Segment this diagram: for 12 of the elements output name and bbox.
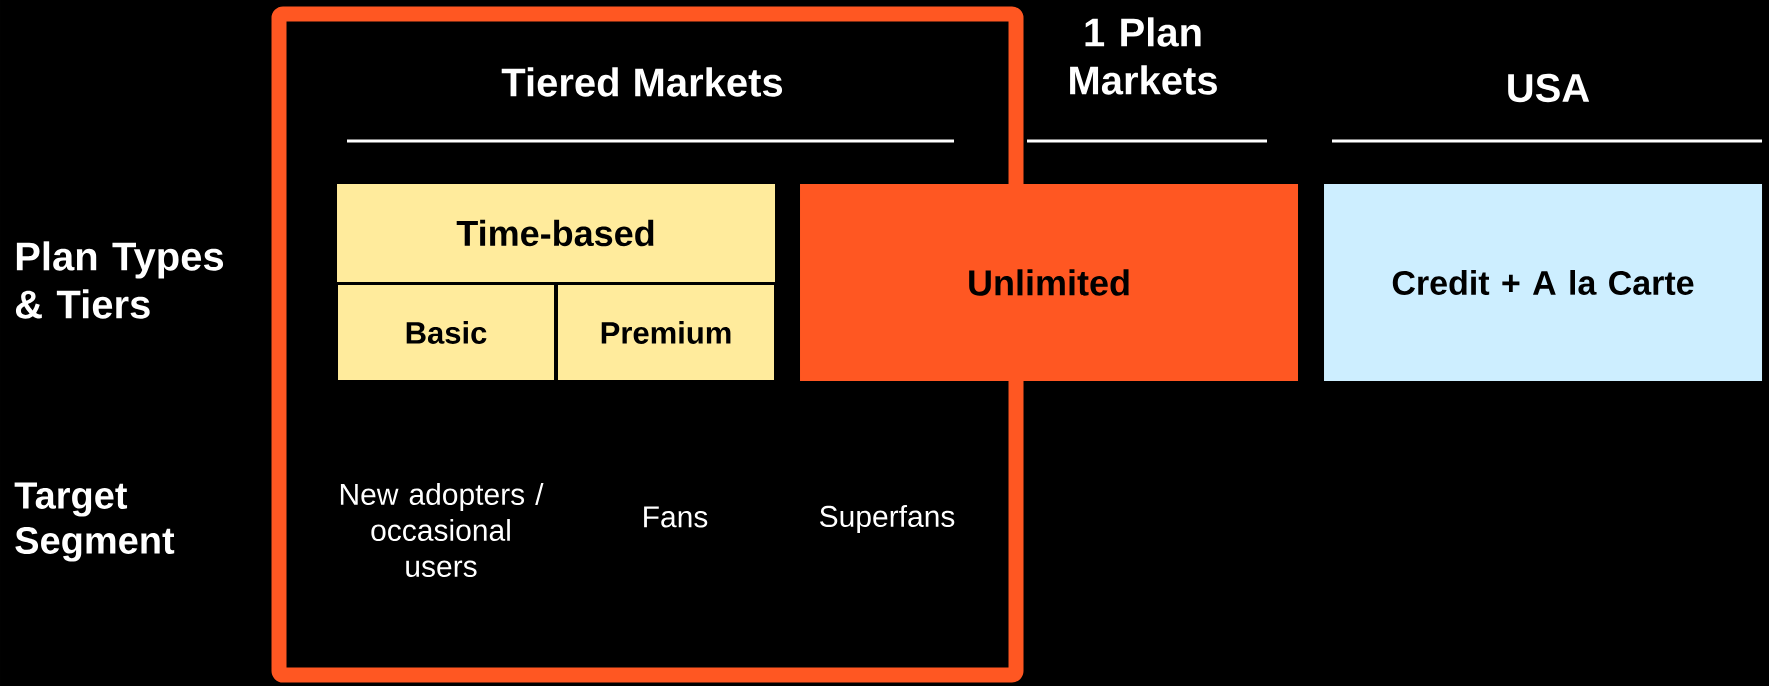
segment-label: Superfans xyxy=(820,505,955,533)
row-heading: Plan Types & Tiers xyxy=(15,241,224,319)
plan-box: Time-based xyxy=(337,184,775,282)
segment-label: Fans xyxy=(644,506,708,528)
row-heading: Target Segment xyxy=(14,482,175,562)
plan-box: Unlimited xyxy=(800,184,1298,381)
plan-box: Premium xyxy=(556,283,776,382)
segment-label: New adopters / occasional users xyxy=(340,483,544,578)
plan-box: Credit + A la Carte xyxy=(1324,184,1762,381)
plan-box: Basic xyxy=(336,283,556,382)
column-heading: USA xyxy=(1508,73,1590,103)
column-heading: 1 Plan Markets xyxy=(1070,17,1217,95)
